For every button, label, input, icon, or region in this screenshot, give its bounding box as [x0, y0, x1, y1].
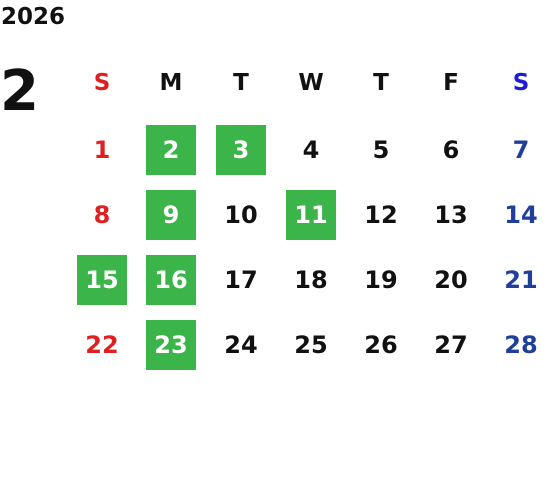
- weekday-header-monday: M: [159, 70, 183, 96]
- day-cell[interactable]: 7: [512, 136, 530, 164]
- day-cell[interactable]: 4: [302, 136, 320, 164]
- week-row: 22 23 24 25 26 27 28: [67, 320, 548, 370]
- weekday-header-tuesday: T: [233, 70, 249, 96]
- day-cell-highlighted[interactable]: 15: [77, 255, 127, 305]
- day-cell-highlighted[interactable]: 16: [146, 255, 196, 305]
- month-number: 2: [0, 59, 39, 124]
- day-cell[interactable]: 27: [434, 331, 468, 359]
- weekday-header-friday: F: [443, 70, 459, 96]
- weekday-header-saturday: S: [512, 70, 530, 96]
- day-cell[interactable]: 26: [364, 331, 398, 359]
- weekday-header-wednesday: W: [298, 70, 324, 96]
- day-cell[interactable]: 5: [372, 136, 390, 164]
- weekday-header-thursday: T: [373, 70, 389, 96]
- day-cell[interactable]: 24: [224, 331, 258, 359]
- day-cell[interactable]: 1: [93, 136, 111, 164]
- day-cell[interactable]: 25: [294, 331, 328, 359]
- day-cell[interactable]: 12: [364, 201, 398, 229]
- day-cell[interactable]: 28: [504, 331, 538, 359]
- day-cell[interactable]: 10: [224, 201, 258, 229]
- day-cell-highlighted[interactable]: 23: [146, 320, 196, 370]
- day-cell[interactable]: 8: [93, 201, 111, 229]
- weekday-header-sunday: S: [93, 70, 111, 96]
- week-row: 15 16 17 18 19 20 21: [67, 255, 548, 305]
- day-cell[interactable]: 19: [364, 266, 398, 294]
- day-cell[interactable]: 18: [294, 266, 328, 294]
- day-cell[interactable]: 6: [442, 136, 460, 164]
- day-cell-highlighted[interactable]: 2: [146, 125, 196, 175]
- day-cell[interactable]: 21: [504, 266, 538, 294]
- day-cell[interactable]: 17: [224, 266, 258, 294]
- day-cell[interactable]: 14: [504, 201, 538, 229]
- day-cell[interactable]: 13: [434, 201, 468, 229]
- day-cell-highlighted[interactable]: 11: [286, 190, 336, 240]
- week-row: 8 9 10 11 12 13 14: [67, 190, 548, 240]
- day-cell-highlighted[interactable]: 3: [216, 125, 266, 175]
- day-cell[interactable]: 20: [434, 266, 468, 294]
- year-label: 2026: [1, 4, 66, 30]
- day-cell[interactable]: 22: [85, 331, 119, 359]
- day-cell-highlighted[interactable]: 9: [146, 190, 196, 240]
